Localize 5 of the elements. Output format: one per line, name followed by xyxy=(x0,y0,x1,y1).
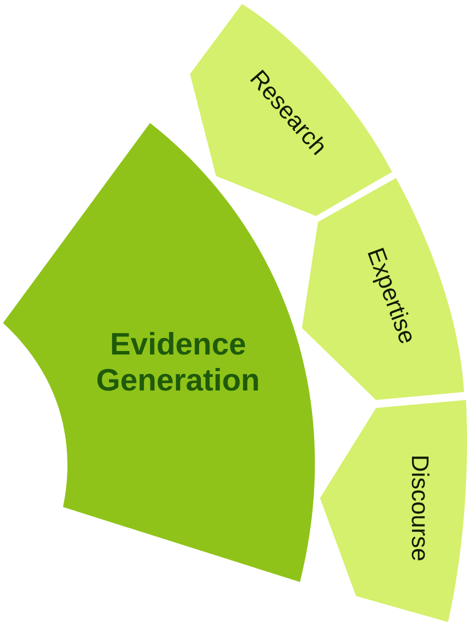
segment-shape xyxy=(320,400,470,622)
segment-label: Discourse xyxy=(405,454,433,562)
segment-shape xyxy=(302,178,464,400)
sector-label: Evidence Generation xyxy=(95,326,261,398)
segment-shape xyxy=(190,4,392,216)
